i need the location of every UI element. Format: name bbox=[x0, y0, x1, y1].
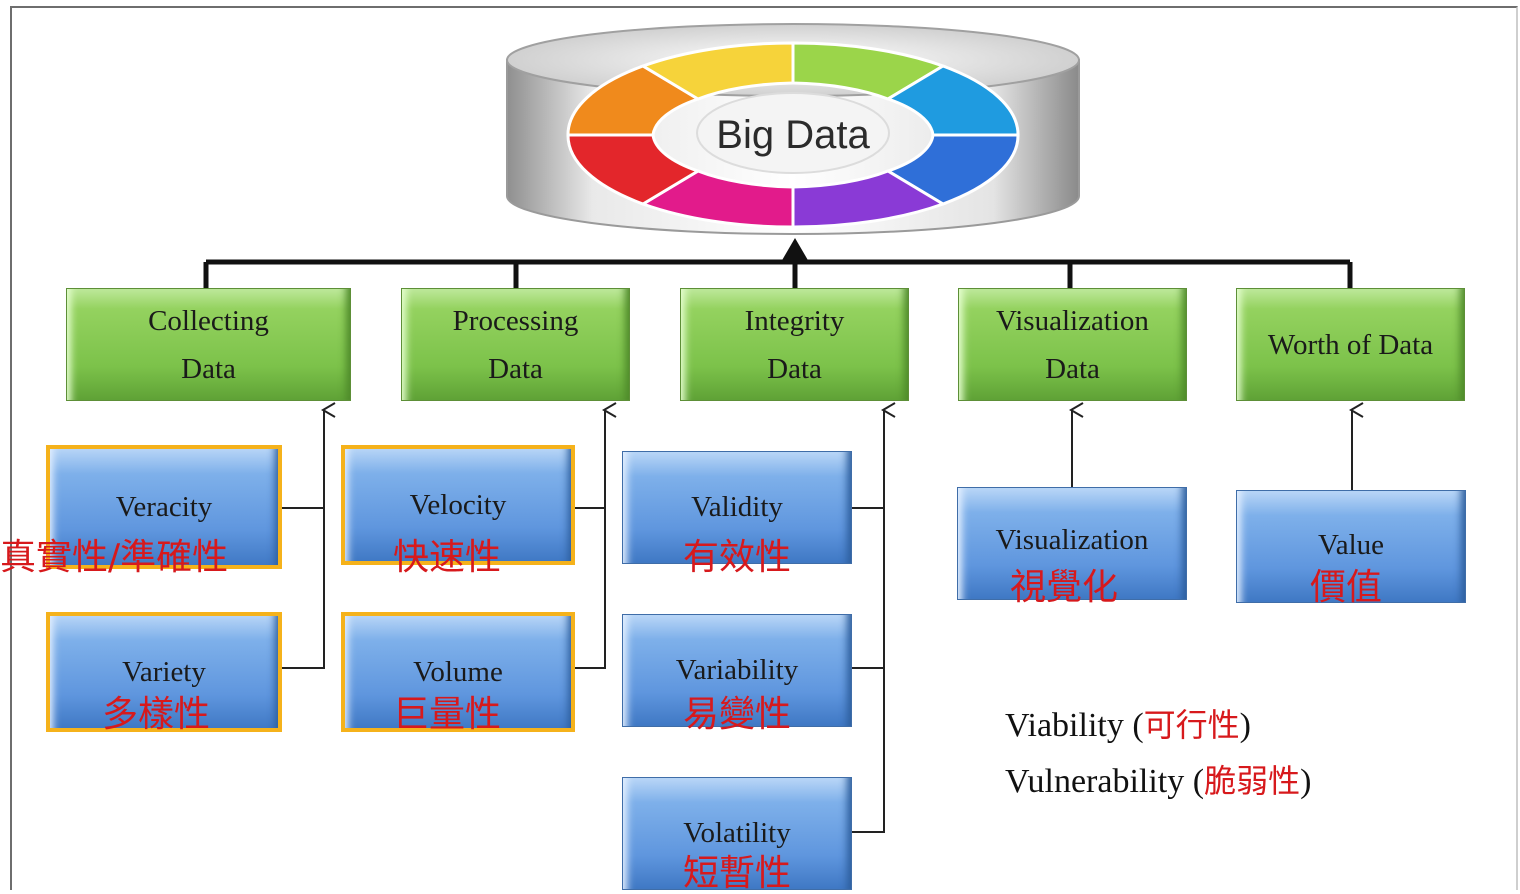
item-value: Value bbox=[1236, 490, 1466, 603]
item-veracity: Veracity bbox=[46, 445, 282, 569]
zh-volatility: 短暫性 bbox=[683, 853, 792, 894]
big-data-title: Big Data bbox=[716, 113, 870, 157]
vulnerability-close: ) bbox=[1300, 763, 1312, 800]
extra-viability: Viability (可行性) bbox=[1005, 700, 1251, 746]
item-label: Volatility bbox=[683, 817, 791, 849]
item-label: Validity bbox=[691, 491, 783, 523]
vulnerability-zh: 脆弱性 bbox=[1204, 762, 1301, 800]
vulnerability-label: Vulnerability ( bbox=[1005, 763, 1205, 800]
item-volume: Volume bbox=[341, 612, 575, 732]
category-label-line2: Data bbox=[767, 352, 822, 385]
category-integrity-data: Integrity Data bbox=[680, 288, 909, 401]
zh-volume: 巨量性 bbox=[393, 694, 502, 735]
top-bus bbox=[203, 250, 1353, 290]
item-label: Value bbox=[1317, 529, 1385, 561]
item-variety: Variety bbox=[46, 612, 282, 732]
item-label: Volume bbox=[413, 655, 503, 688]
item-variability: Variability bbox=[622, 614, 852, 727]
viability-label: Viability ( bbox=[1005, 707, 1144, 744]
item-volatility: Volatility bbox=[622, 777, 852, 890]
category-label-line2: Data bbox=[181, 352, 236, 385]
category-label-line1: Processing bbox=[452, 304, 579, 337]
top-arrow-head bbox=[781, 238, 809, 262]
item-velocity: Velocity bbox=[341, 445, 575, 565]
extra-vulnerability: Vulnerability (脆弱性) bbox=[1005, 756, 1311, 802]
item-label: Veracity bbox=[115, 490, 213, 523]
zh-veracity: 真實性/準確性 bbox=[0, 537, 229, 578]
zh-validity: 有效性 bbox=[683, 537, 792, 578]
zh-velocity: 快速性 bbox=[393, 537, 502, 578]
category-worth-of-data: Worth of Data bbox=[1236, 288, 1465, 401]
zh-variety: 多樣性 bbox=[102, 694, 211, 735]
category-label-line1: Visualization bbox=[996, 304, 1149, 337]
zh-variability: 易變性 bbox=[683, 694, 792, 735]
diagram-frame bbox=[10, 6, 1518, 890]
viability-zh: 可行性 bbox=[1143, 706, 1240, 744]
processing-branch bbox=[573, 410, 605, 669]
integrity-branch bbox=[852, 410, 884, 833]
item-validity: Validity bbox=[622, 451, 852, 564]
category-label-line1: Integrity bbox=[744, 304, 845, 337]
collecting-branch bbox=[280, 410, 324, 669]
viability-close: ) bbox=[1239, 707, 1251, 744]
zh-value: 價值 bbox=[1310, 567, 1383, 608]
puzzle-ring-icon bbox=[506, 23, 1080, 235]
item-label: Variety bbox=[122, 655, 206, 688]
category-visualization-data: Visualization Data bbox=[958, 288, 1187, 401]
category-collecting-data: Collecting Data bbox=[66, 288, 351, 401]
category-label-line2: Data bbox=[1045, 352, 1100, 385]
category-label-line1: Collecting bbox=[148, 304, 269, 337]
zh-visualization: 視覺化 bbox=[1010, 567, 1119, 608]
big-data-node: Big Data bbox=[503, 20, 1083, 236]
item-visualization: Visualization bbox=[957, 487, 1187, 600]
item-label: Velocity bbox=[409, 488, 507, 521]
category-processing-data: Processing Data bbox=[401, 288, 630, 401]
item-label: Variability bbox=[675, 654, 799, 686]
item-label: Visualization bbox=[995, 524, 1149, 556]
category-label-line2: Data bbox=[488, 352, 543, 385]
category-label-line1: Worth of Data bbox=[1267, 328, 1434, 361]
